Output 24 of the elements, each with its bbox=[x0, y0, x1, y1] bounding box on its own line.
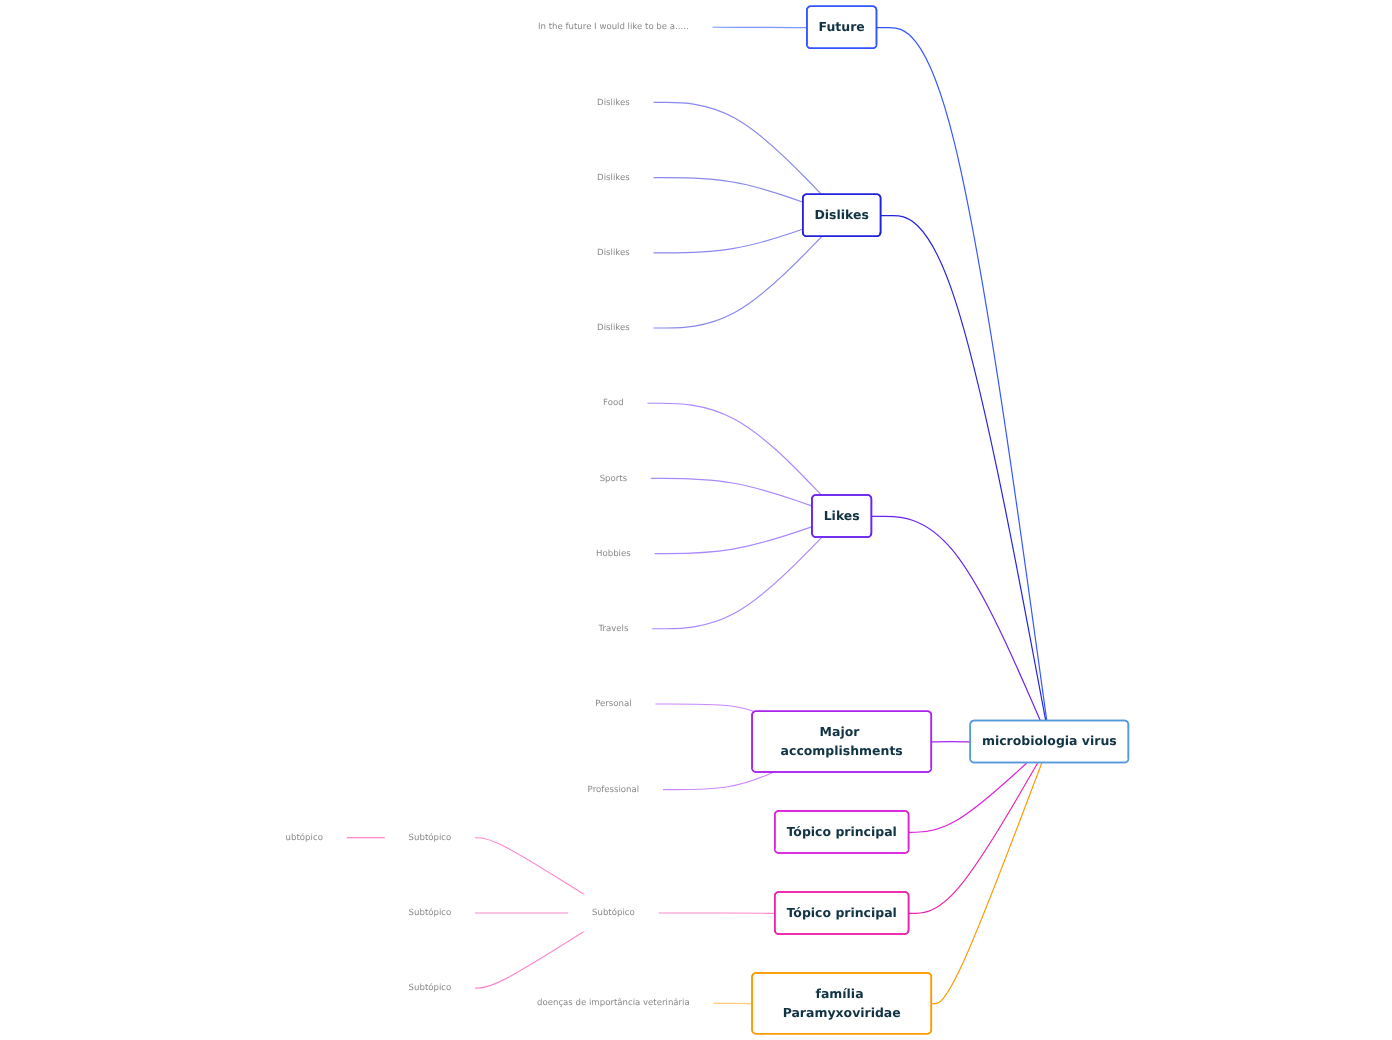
connector bbox=[654, 526, 814, 555]
connector bbox=[931, 741, 972, 743]
connector bbox=[713, 1002, 754, 1005]
connector bbox=[909, 762, 1029, 833]
connector bbox=[909, 762, 1039, 914]
connector bbox=[931, 762, 1044, 1005]
connector bbox=[653, 228, 805, 254]
connector bbox=[474, 837, 586, 896]
connector bbox=[474, 912, 570, 914]
connector bbox=[653, 101, 823, 196]
connector bbox=[876, 27, 1049, 722]
connector bbox=[653, 177, 805, 203]
connector bbox=[712, 26, 809, 29]
connector bbox=[647, 402, 823, 496]
connector bbox=[662, 771, 775, 791]
connector bbox=[651, 536, 823, 630]
connector bbox=[650, 477, 814, 507]
connector bbox=[881, 214, 1048, 722]
connector bbox=[653, 236, 823, 329]
connector bbox=[474, 930, 586, 989]
connector bbox=[871, 515, 1042, 722]
connector bbox=[346, 837, 387, 839]
connector bbox=[655, 703, 757, 713]
connector bbox=[658, 912, 777, 914]
